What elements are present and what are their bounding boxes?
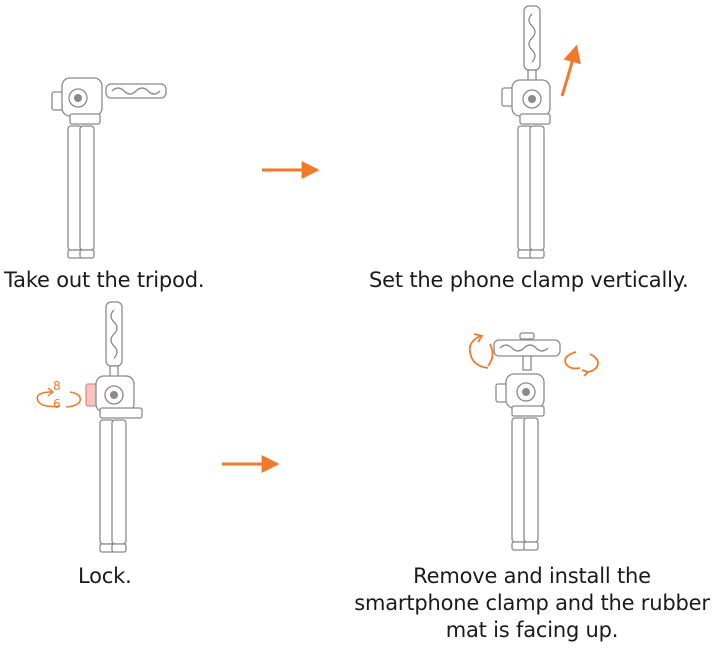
step3-caption: Lock. <box>78 564 132 588</box>
tripod-step2-illustration <box>501 5 551 259</box>
step4-caption: Remove and install the smartphone clamp … <box>342 563 722 644</box>
step4-caption-line: Remove and install the <box>413 564 651 588</box>
lock-mark-top: 8 <box>53 379 61 393</box>
lock-mark-bottom: 6 <box>53 397 61 411</box>
tripod-step3-illustration <box>85 301 143 553</box>
step2-caption: Set the phone clamp vertically. <box>369 268 689 292</box>
step4-caption-line: smartphone clamp and the rubber <box>354 591 710 615</box>
arrow-up-curved-icon <box>560 44 581 97</box>
tripod-step4-illustration <box>493 332 561 551</box>
rotate-icon <box>468 333 599 377</box>
step4-caption-line: mat is facing up. <box>445 618 619 642</box>
tripod-step1-illustration <box>51 77 167 259</box>
step1-caption: Take out the tripod. <box>4 268 205 292</box>
rotate-lock-icon <box>36 387 82 408</box>
